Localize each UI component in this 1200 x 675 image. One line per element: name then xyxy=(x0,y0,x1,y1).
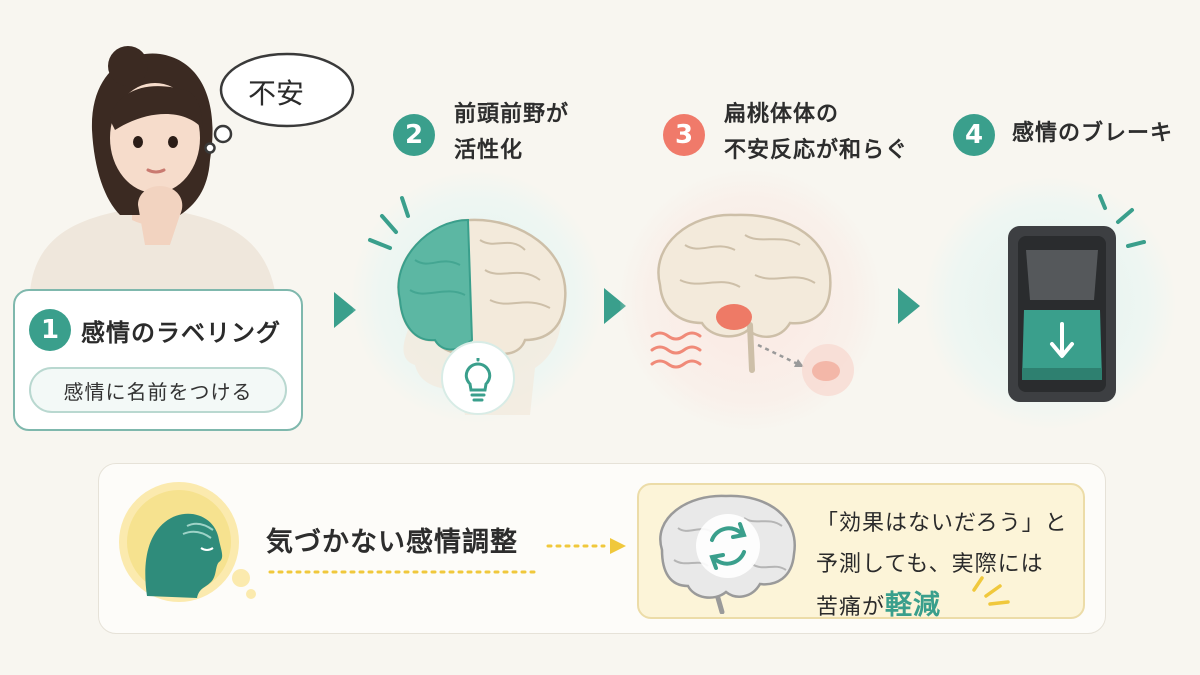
down-arrow-icon xyxy=(1050,322,1074,358)
thought-bubble-icon xyxy=(204,52,355,154)
step-3-title-line1: 扁桃体体の xyxy=(724,102,840,127)
result-line-2: 予測しても、実際には xyxy=(816,552,1044,577)
brain-amygdala-illustration xyxy=(657,213,854,396)
step-1-title: 感情のラベリング xyxy=(81,319,281,347)
step-2-title-line2: 活性化 xyxy=(454,138,524,163)
step-3-title-line2: 不安反応が和らぐ xyxy=(724,138,909,163)
step-1-badge: 1 xyxy=(29,309,71,351)
emphasis-sparks xyxy=(972,576,1010,606)
step-2-badge: 2 xyxy=(393,114,435,156)
step-3-badge: 3 xyxy=(663,114,705,156)
step-4-badge: 4 xyxy=(953,114,995,156)
lightbulb-icon xyxy=(464,358,492,402)
cycle-arrows-icon xyxy=(709,522,747,570)
step-1-subtitle: 感情に名前をつける xyxy=(29,367,287,413)
toggle-switch-icon xyxy=(1008,194,1146,402)
flow-arrow-1 xyxy=(334,292,356,328)
flow-arrow-3 xyxy=(898,288,920,324)
step-2-title-line1: 前頭前野が xyxy=(454,102,570,127)
thought-bubble-text: 不安 xyxy=(248,77,305,110)
result-line-1: 「効果はないだろう」と xyxy=(816,511,1068,536)
wave-icon xyxy=(650,331,702,369)
step-1-card: 1 感情のラベリング 感情に名前をつける xyxy=(13,289,303,431)
result-text: 「効果はないだろう」と 予測しても、実際には 苦痛が軽減 xyxy=(816,503,1068,628)
woman-thinking-illustration xyxy=(30,46,275,292)
step-4-title: 感情のブレーキ xyxy=(1012,121,1174,146)
result-line-3: 苦痛が軽減 xyxy=(816,585,1068,628)
cycle-brain-illustration xyxy=(659,494,796,614)
amygdala-icon xyxy=(716,304,752,330)
dotted-lines xyxy=(268,538,626,574)
result-line-3-prefix: 苦痛が xyxy=(816,595,886,620)
head-profile-icon xyxy=(119,482,256,602)
brain-icon xyxy=(368,196,567,415)
unconscious-regulation-label: 気づかない感情調整 xyxy=(266,527,518,558)
result-emphasis: 軽減 xyxy=(885,590,942,621)
